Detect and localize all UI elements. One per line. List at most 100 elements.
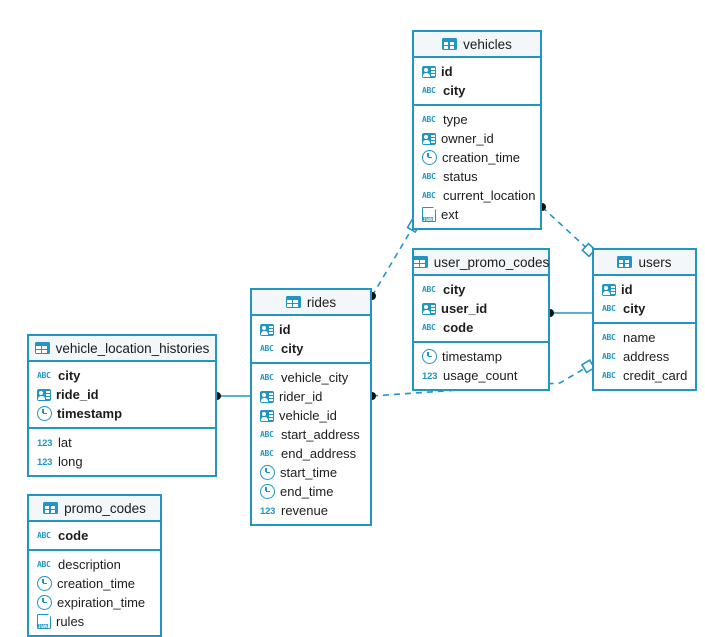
type-icon-timestamp — [260, 484, 275, 499]
column-row[interactable]: timestamp — [414, 347, 548, 366]
type-icon-string: ABC — [422, 171, 436, 181]
column-row[interactable]: creation_time — [414, 148, 540, 167]
table-icon — [412, 256, 428, 268]
column-row[interactable]: ext — [414, 205, 540, 224]
primary-key-section: ABC code — [29, 522, 160, 551]
type-icon-string: ABC — [37, 559, 51, 569]
table-name: users — [638, 254, 672, 270]
relationship-line — [541, 206, 593, 254]
type-icon-reference — [260, 323, 274, 336]
type-icon-string: ABC — [260, 429, 274, 439]
column-row[interactable]: owner_id — [414, 129, 540, 148]
type-icon-reference — [260, 390, 274, 403]
table-header-vehicle_location_histories[interactable]: vehicle_location_histories — [29, 336, 215, 362]
type-icon-string: ABC — [422, 114, 436, 124]
column-name: id — [279, 322, 291, 337]
type-icon-number: 123 — [422, 370, 438, 382]
column-row[interactable]: ABC credit_card — [594, 366, 695, 385]
table-name: rides — [306, 294, 337, 310]
table-header-rides[interactable]: rides — [252, 290, 370, 316]
table-header-vehicles[interactable]: vehicles — [414, 32, 540, 58]
table-header-promo_codes[interactable]: promo_codes — [29, 496, 160, 522]
column-row[interactable]: vehicle_id — [252, 406, 370, 425]
column-name: creation_time — [57, 576, 136, 591]
type-icon-string: ABC — [37, 370, 51, 380]
column-row[interactable]: id — [594, 280, 695, 299]
column-row[interactable]: ABC address — [594, 347, 695, 366]
column-name: address — [623, 349, 670, 364]
column-name: code — [58, 528, 89, 543]
table-header-users[interactable]: users — [594, 250, 695, 276]
table-icon — [34, 342, 50, 354]
relationship-rel-vlh-rides[interactable] — [213, 392, 250, 400]
column-name: id — [441, 64, 453, 79]
column-name: name — [623, 330, 656, 345]
relationship-rel-upc-users[interactable] — [546, 309, 592, 317]
type-icon-string: ABC — [37, 530, 51, 540]
relationship-line — [371, 221, 417, 297]
type-icon-number: 123 — [37, 456, 53, 468]
type-icon-reference — [37, 388, 51, 401]
column-row[interactable]: creation_time — [29, 574, 160, 593]
table-icon — [43, 502, 59, 514]
column-row[interactable]: start_time — [252, 463, 370, 482]
column-row[interactable]: rider_id — [252, 387, 370, 406]
table-icon — [285, 296, 301, 308]
type-icon-timestamp — [422, 150, 437, 165]
table-name: promo_codes — [64, 500, 146, 516]
type-icon-string: ABC — [602, 370, 616, 380]
column-name: city — [443, 83, 466, 98]
column-row[interactable]: ABC code — [29, 526, 160, 545]
column-row[interactable]: timestamp — [29, 404, 215, 423]
column-row[interactable]: user_id — [414, 299, 548, 318]
column-row[interactable]: ABC description — [29, 555, 160, 574]
type-icon-reference — [422, 302, 436, 315]
column-name: creation_time — [442, 150, 521, 165]
type-icon-string: ABC — [602, 351, 616, 361]
column-row[interactable]: expiration_time — [29, 593, 160, 612]
type-icon-string: ABC — [422, 284, 436, 294]
column-name: description — [58, 557, 121, 572]
type-icon-json — [37, 613, 52, 629]
column-name: lat — [58, 435, 72, 450]
table-header-user_promo_codes[interactable]: user_promo_codes — [412, 250, 550, 276]
column-row[interactable]: id — [414, 62, 540, 81]
column-row[interactable]: id — [252, 320, 370, 339]
type-icon-string: ABC — [602, 303, 616, 313]
column-row[interactable]: rules — [29, 612, 160, 631]
column-row[interactable]: end_time — [252, 482, 370, 501]
column-row[interactable]: ride_id — [29, 385, 215, 404]
column-name: expiration_time — [57, 595, 146, 610]
column-name: credit_card — [623, 368, 688, 383]
table-name: user_promo_codes — [433, 254, 550, 270]
